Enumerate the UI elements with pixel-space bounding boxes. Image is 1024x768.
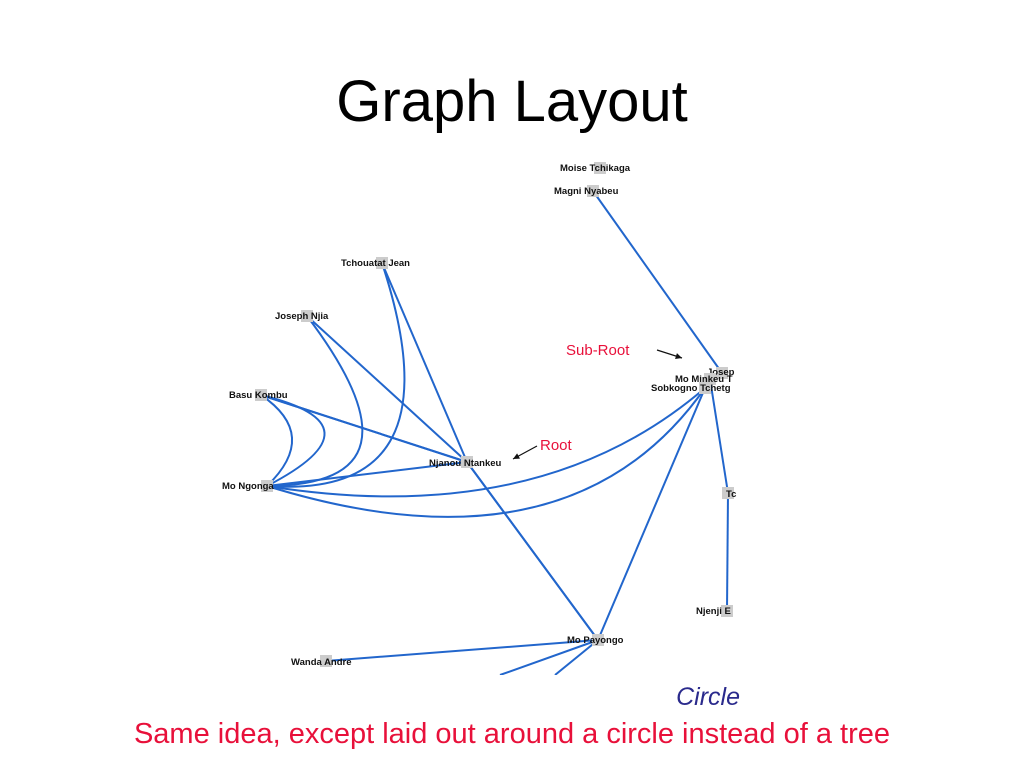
node-label: Basu Kombu [229, 390, 288, 401]
slide-title: Graph Layout [336, 69, 688, 134]
node-label: Mo Payongo [567, 635, 624, 646]
graph-edge [266, 461, 468, 487]
graph-node: Moise Tchikaga [560, 162, 631, 174]
node-label: Sobkogno Tchetg [651, 383, 731, 394]
node-label: Mo Ngonga [222, 481, 274, 492]
graph-node: Mo Payongo [567, 634, 624, 646]
graph-node: Wanda Andre [291, 655, 352, 668]
arrow-head [675, 353, 682, 359]
graph-edge [381, 262, 468, 463]
graph-edge [306, 315, 468, 463]
node-label: Moise Tchikaga [560, 163, 631, 174]
graph-edge [266, 387, 706, 518]
node-marker [320, 655, 332, 667]
graph-node: Magni Nyabeu [554, 185, 619, 197]
node-marker [376, 257, 388, 269]
node-marker [699, 382, 711, 394]
graph-edge [266, 315, 364, 487]
caption-text: Same idea, except laid out around a circ… [133, 718, 891, 750]
node-marker [594, 162, 606, 174]
graph-edge [554, 639, 599, 675]
node-label: Tc [726, 489, 736, 500]
graph-edge [597, 387, 706, 641]
node-marker [592, 634, 604, 646]
node-marker [301, 310, 313, 322]
graph-node: Tc [722, 487, 736, 500]
graph-edge [325, 639, 599, 662]
node-marker [716, 367, 728, 379]
graph-edge [260, 394, 326, 487]
node-label: Njanou Ntankeu [429, 458, 502, 469]
graph-edge [726, 492, 729, 612]
node-label: Joseph Njia [275, 311, 329, 322]
node-label: Wanda Andre [291, 657, 352, 668]
node-marker [255, 389, 267, 401]
node-label: Tchouatat Jean [341, 258, 410, 269]
graph-edge [592, 190, 723, 374]
graph-node: Njenji E [696, 605, 733, 617]
node-marker [587, 185, 599, 197]
graph-node: Sobkogno Tchetg [651, 382, 731, 394]
node-label: Josep [707, 367, 735, 378]
node-marker [261, 480, 273, 492]
graph-node: Joseph Njia [275, 310, 329, 322]
graph-node: Tchouatat Jean [341, 257, 410, 269]
arrow-head [513, 453, 520, 459]
node-marker [721, 605, 733, 617]
graph-edge [266, 262, 406, 488]
node-label: Njenji E [696, 606, 731, 617]
annotation-arrows [512, 349, 683, 460]
graph-node: Mo Ngonga [222, 480, 274, 492]
graph-edges [260, 190, 729, 675]
annotation-root: Root [540, 437, 573, 454]
node-label: Mo Minkeu T [675, 374, 733, 385]
node-label: Magni Nyabeu [554, 186, 619, 197]
graph-edge [709, 378, 729, 494]
annotation-sub-root: Sub-Root [566, 342, 630, 359]
layout-type-label: Circle [676, 683, 740, 711]
graph-edge [466, 461, 599, 641]
graph-edge [260, 394, 293, 487]
node-marker [722, 487, 734, 499]
graph-node: Josep [707, 367, 735, 379]
graph-node: Basu Kombu [229, 389, 288, 401]
graph-node: Njanou Ntankeu [429, 456, 502, 469]
graph-edge [499, 639, 599, 675]
node-marker [461, 456, 473, 468]
graph-edge [266, 387, 706, 498]
